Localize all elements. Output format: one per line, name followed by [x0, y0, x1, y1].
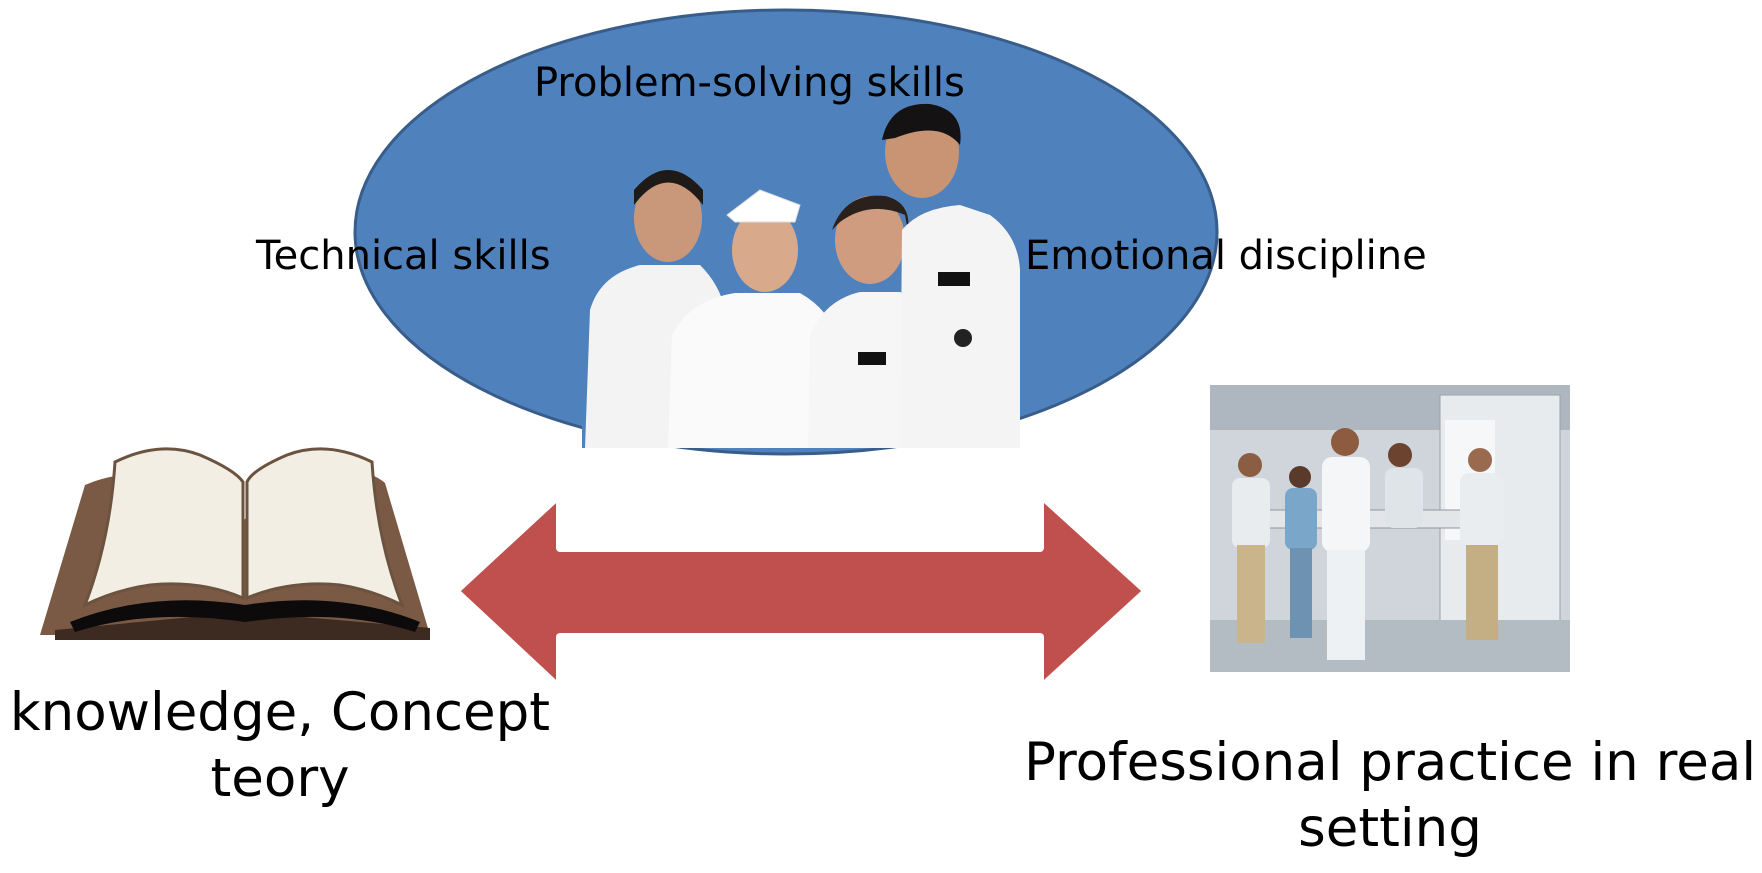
- knowledge-caption-line1: knowledge, Concept: [9, 682, 551, 743]
- knowledge-caption: knowledge, Concept teory: [0, 680, 560, 813]
- open-book-icon: [40, 447, 430, 640]
- practice-caption-line2: setting: [1298, 798, 1482, 860]
- knowledge-caption-line2: teory: [210, 748, 350, 810]
- emotional-discipline-label: Emotional discipline: [1025, 233, 1427, 279]
- practice-caption-line1: Professional practice in real: [1023, 732, 1757, 793]
- practice-caption: Professional practice in real setting: [1020, 730, 1760, 863]
- nurses-group-photo: [582, 103, 1020, 448]
- problem-solving-label: Problem-solving skills: [534, 60, 965, 106]
- technical-skills-label: Technical skills: [256, 233, 551, 279]
- clinical-team-illustration: [1210, 385, 1570, 672]
- double-arrow-icon: [451, 490, 1151, 693]
